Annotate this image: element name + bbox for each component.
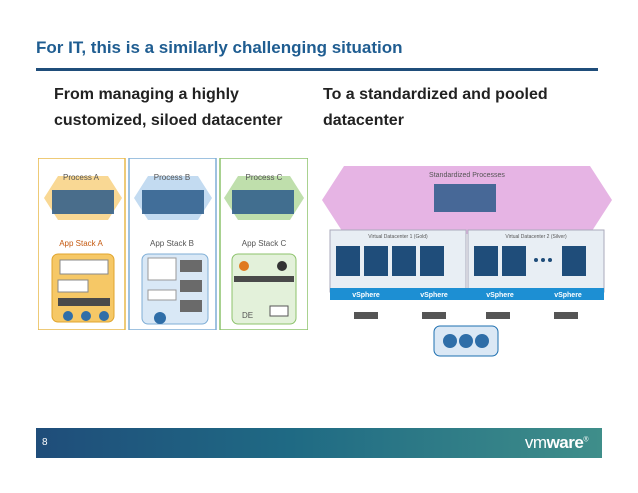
column-b: Process B App Stack B: [128, 158, 217, 330]
servers: [354, 312, 578, 319]
vsphere-label: vSphere: [486, 292, 514, 299]
left-heading: From managing a highly customized, siloe…: [54, 86, 283, 129]
banner-label: Standardized Processes: [429, 172, 505, 179]
stack-a-label: App Stack A: [59, 239, 103, 248]
db-icon: [63, 311, 73, 321]
footer-bar: 8 vmware®: [36, 428, 602, 458]
column-c: Process C App Stack C DE: [219, 158, 308, 330]
stack-b-label: App Stack B: [150, 239, 194, 248]
vsphere-label: vSphere: [352, 292, 380, 299]
db-icon: [99, 311, 109, 321]
vsphere-label: vSphere: [420, 292, 448, 299]
vsphere-label: vSphere: [554, 292, 582, 299]
stack-c-label: App Stack C: [242, 239, 287, 248]
vmware-logo: vmware®: [524, 433, 589, 452]
vdc1-label: Virtual Datacenter 1 (Gold): [368, 234, 428, 240]
db-icon: [154, 312, 166, 324]
db-icon: [81, 311, 91, 321]
process-a-label: Process A: [63, 173, 100, 182]
title-rule: [36, 68, 598, 71]
page-number: 8: [42, 437, 48, 448]
vm-tiles: [336, 246, 586, 276]
siloed-datacenter-diagram: Process A App Stack A Process B App Stac…: [38, 158, 308, 330]
db-icon: [459, 334, 473, 348]
vdc2-label: Virtual Datacenter 2 (Silver): [505, 234, 567, 240]
db-icon: [475, 334, 489, 348]
slide-title: For IT, this is a similarly challenging …: [36, 38, 403, 57]
process-b-label: Process B: [154, 173, 190, 182]
process-c-label: Process C: [246, 173, 283, 182]
dots: [534, 258, 552, 262]
pooled-datacenter-diagram: Standardized Processes Virtual Datacente…: [322, 166, 612, 357]
dev-label: DE: [242, 311, 253, 320]
right-heading: To a standardized and pooled datacenter: [323, 86, 548, 129]
column-a: Process A App Stack A: [38, 158, 126, 330]
db-icon: [443, 334, 457, 348]
